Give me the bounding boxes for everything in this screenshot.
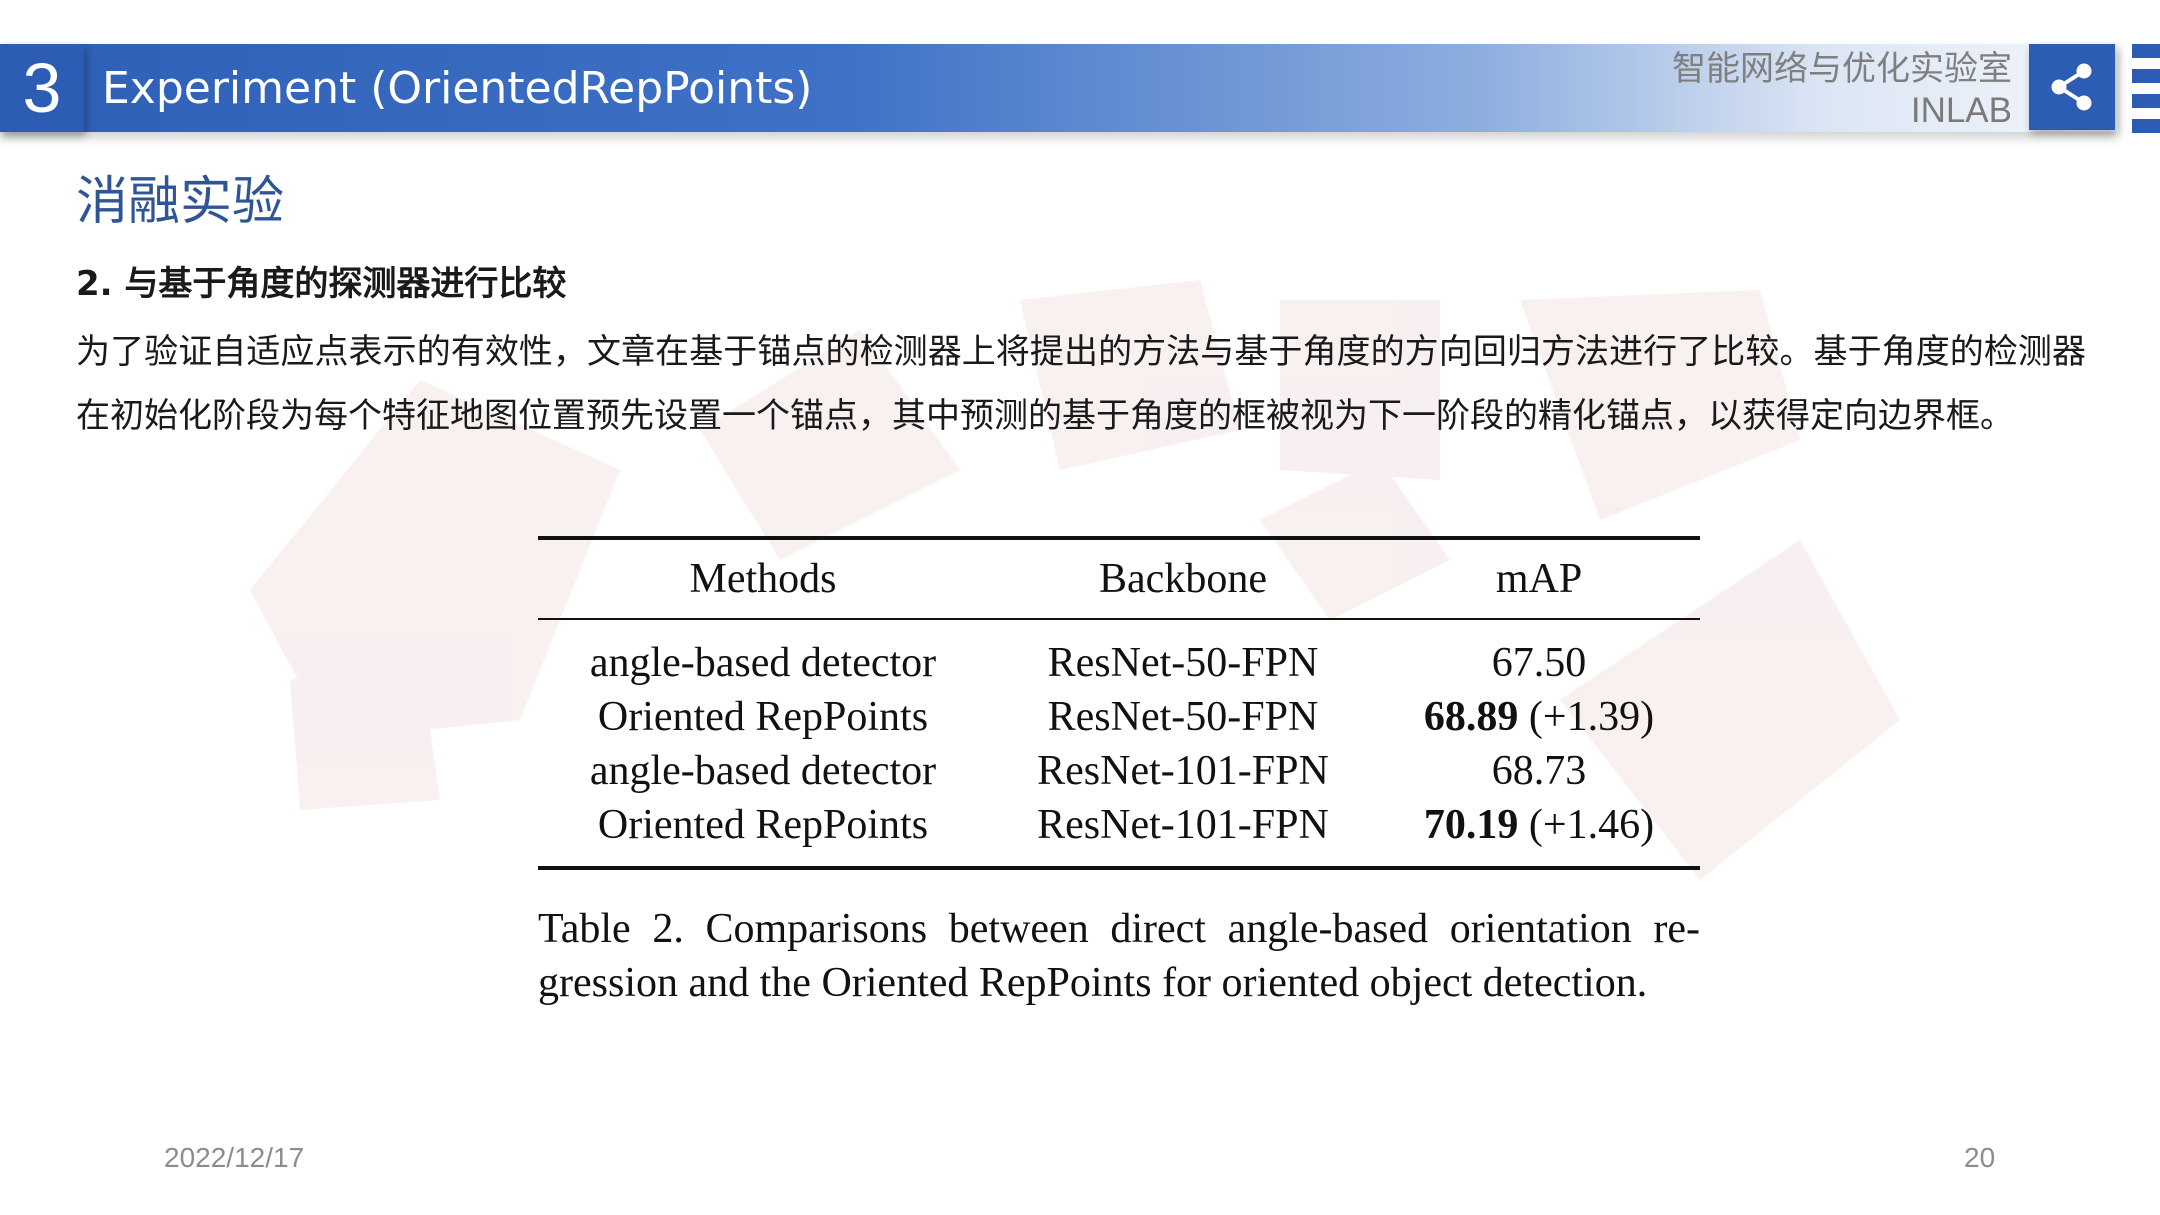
footer-date: 2022/12/17 [164, 1142, 305, 1173]
slide-title: 消融实验 [76, 172, 285, 232]
cell-backbone: ResNet-50-FPN [1047, 640, 1319, 686]
table-caption: Table 2. Comparisons between direct angl… [538, 906, 1700, 1006]
map-gain: (+1.46) [1528, 802, 1655, 848]
table-row: angle-based detector ResNet-50-FPN 67.50 [538, 619, 1700, 690]
cell-map: 68.89 (+1.39) [1378, 690, 1700, 744]
share-icon [2051, 63, 2092, 111]
page-number: 20 [1964, 1142, 1996, 1173]
cell-map: 67.50 [1491, 640, 1587, 686]
cell-backbone: ResNet-101-FPN [988, 798, 1378, 870]
section-number: 3 [0, 44, 84, 132]
results-table: Methods Backbone mAP angle-based detecto… [538, 536, 1700, 870]
cell-map: 70.19 (+1.46) [1378, 798, 1700, 870]
table-row: Oriented RepPoints ResNet-101-FPN 70.19 … [538, 798, 1700, 870]
header-title: Experiment (OrientedRepPoints) [102, 63, 813, 114]
share-button[interactable] [2029, 44, 2115, 130]
header-methods: Methods [538, 538, 988, 620]
header-backbone: Backbone [988, 538, 1378, 620]
cell-backbone: ResNet-101-FPN [1037, 748, 1329, 794]
table-row: Oriented RepPoints ResNet-50-FPN 68.89 (… [538, 690, 1700, 744]
map-value: 70.19 [1423, 802, 1519, 848]
cell-method: Oriented RepPoints [597, 694, 929, 740]
cell-backbone: ResNet-50-FPN [1047, 694, 1319, 740]
lab-name: 智能网络与优化实验室 [1672, 49, 2012, 89]
cell-map: 68.73 [1491, 748, 1587, 794]
map-value: 68.89 [1423, 694, 1519, 740]
cell-method: angle-based detector [589, 640, 937, 686]
cell-method: angle-based detector [589, 748, 937, 794]
cell-method: Oriented RepPoints [538, 798, 988, 870]
map-gain: (+1.39) [1528, 694, 1655, 740]
header-bar [0, 44, 2118, 132]
table-header-row: Methods Backbone mAP [538, 538, 1700, 620]
subheading: 2. 与基于角度的探测器进行比较 [76, 264, 567, 304]
side-stripes [2132, 44, 2160, 134]
table-row: angle-based detector ResNet-101-FPN 68.7… [538, 744, 1700, 798]
body-paragraph: 为了验证自适应点表示的有效性，文章在基于锚点的检测器上将提出的方法与基于角度的方… [76, 332, 2086, 436]
header-map: mAP [1378, 538, 1700, 620]
lab-abbreviation: INLAB [1910, 91, 2012, 130]
